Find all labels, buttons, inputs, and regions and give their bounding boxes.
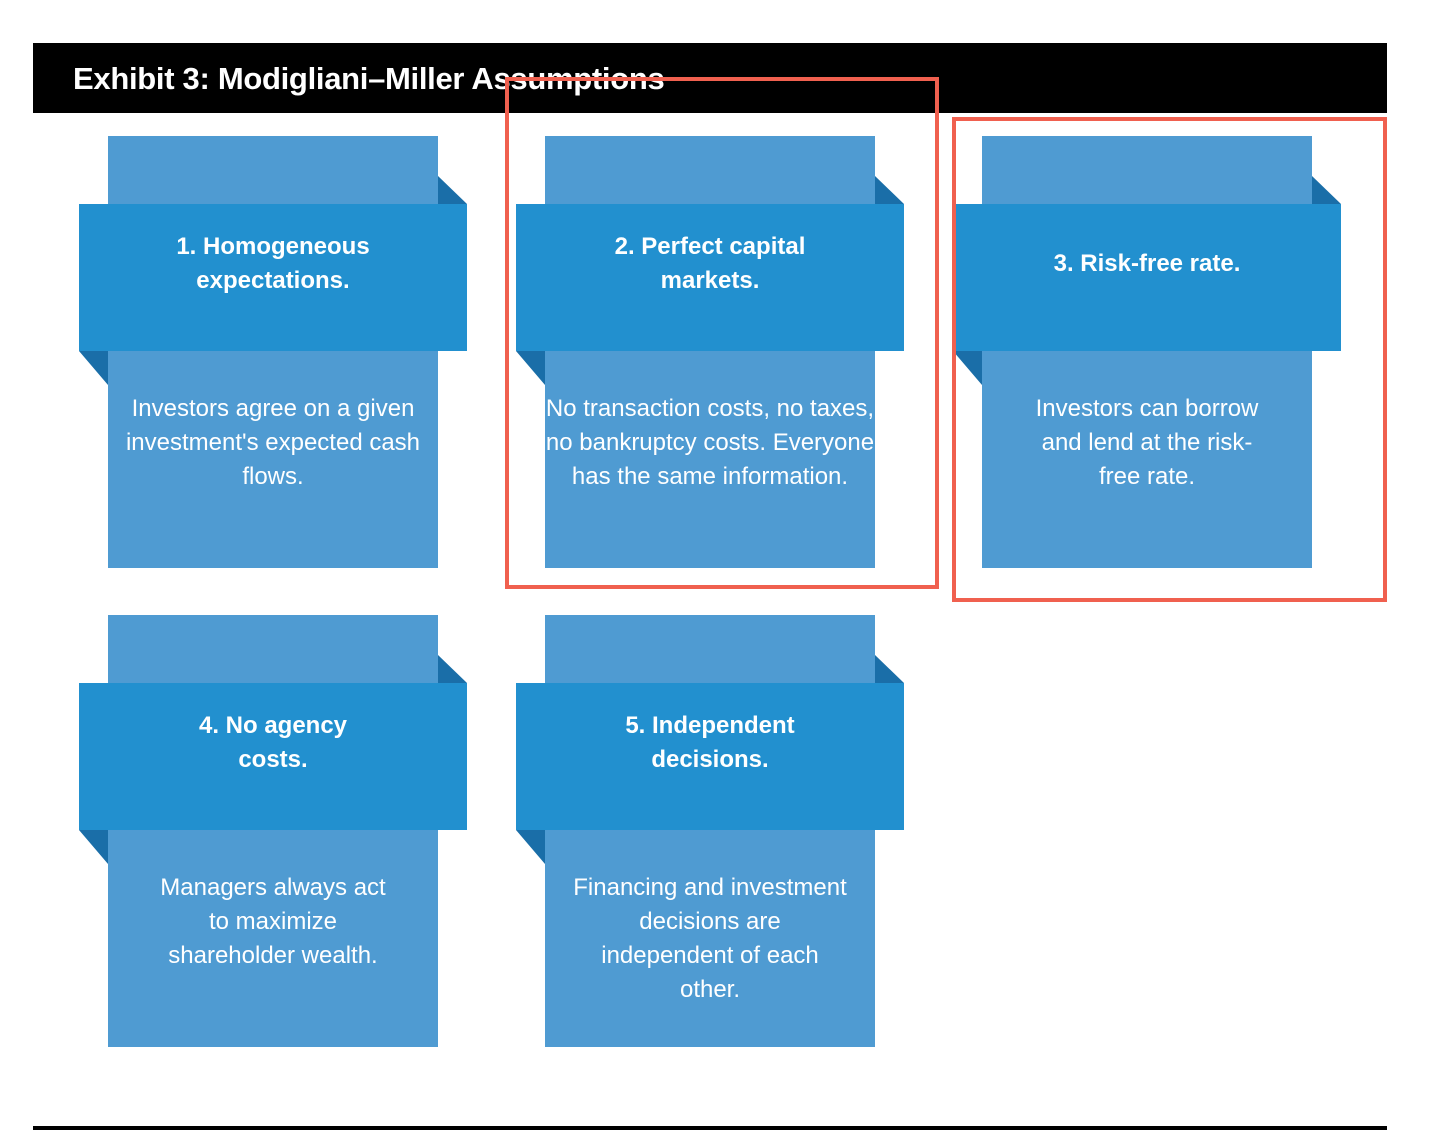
assumption-card-risk-free-rate: 3. Risk-free rate. Investors can borrow … [953, 136, 1343, 568]
card-back-panel [108, 615, 438, 1047]
card-heading-band: 5. Independent decisions. [516, 683, 904, 830]
card-fold-left [79, 351, 108, 385]
card-heading: 1. Homogeneous expectations. [176, 232, 370, 294]
card-heading: 4. No agency costs. [198, 711, 348, 773]
card-heading-band: 1. Homogeneous expectations. [79, 204, 467, 351]
card-fold-left [516, 351, 545, 385]
card-fold-left [516, 830, 545, 864]
card-fold-left [953, 351, 982, 385]
card-body: Investors can borrow and lend at the ris… [1035, 395, 1259, 490]
card-fold-right [1312, 176, 1341, 204]
assumption-card-homogeneous-expectations: 1. Homogeneous expectations. Investors a… [79, 136, 469, 568]
card-back-panel [108, 136, 438, 568]
highlight-box-perfect-capital-markets [505, 77, 939, 589]
card-fold-right [875, 176, 904, 204]
card-body: No transaction costs, no taxes, no bankr… [545, 395, 875, 490]
card-heading-band: 2. Perfect capital markets. [516, 204, 904, 351]
card-body: Financing and investment decisions are i… [573, 874, 847, 1003]
card-heading: 5. Independent decisions. [625, 711, 795, 773]
assumption-card-perfect-capital-markets: 2. Perfect capital markets. No transacti… [516, 136, 906, 568]
card-fold-right [875, 655, 904, 683]
card-heading-band: 4. No agency costs. [79, 683, 467, 830]
card-fold-right [438, 655, 467, 683]
assumption-card-no-agency-costs: 4. No agency costs. Managers always act … [79, 615, 469, 1047]
card-body: Managers always act to maximize sharehol… [160, 874, 386, 969]
highlight-box-risk-free-rate [952, 117, 1387, 602]
assumption-card-independent-decisions: 5. Independent decisions. Financing and … [516, 615, 906, 1047]
bottom-divider [33, 1126, 1387, 1130]
card-heading: 3. Risk-free rate. [1053, 249, 1241, 277]
card-heading: 2. Perfect capital markets. [614, 232, 806, 294]
card-body: Investors agree on a given investment's … [125, 395, 421, 490]
card-fold-right [438, 176, 467, 204]
card-fold-left [79, 830, 108, 864]
card-heading-band: 3. Risk-free rate. [953, 204, 1341, 351]
